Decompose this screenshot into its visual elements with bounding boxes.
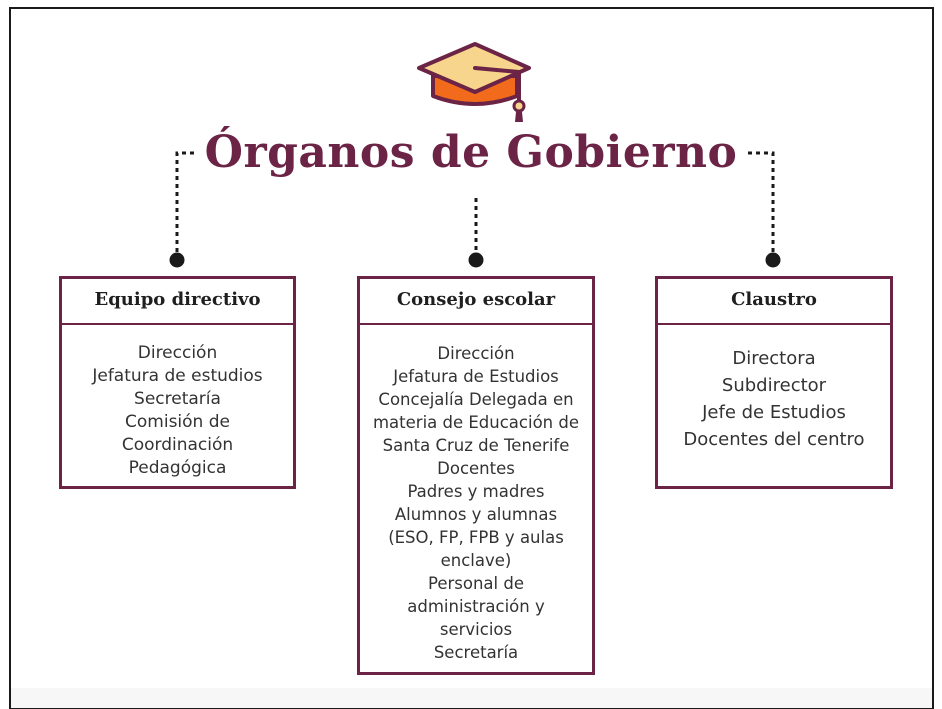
list-item: Secretaría <box>134 389 221 409</box>
list-item: administración y <box>407 597 545 616</box>
box-item-list: Dirección Jefatura de Estudios Concejalí… <box>360 325 592 664</box>
connector-dot-left <box>169 252 185 268</box>
list-item: materia de Educación de <box>372 413 580 432</box>
box-heading: Equipo directivo <box>62 279 293 325</box>
box-heading: Consejo escolar <box>360 279 592 325</box>
list-item: Docentes del centro <box>683 429 865 450</box>
list-item: Padres y madres <box>407 482 545 501</box>
list-item: Subdirector <box>721 375 827 396</box>
list-item: Jefatura de Estudios <box>393 367 559 386</box>
box-heading: Claustro <box>658 279 890 325</box>
list-item: Dirección <box>137 343 218 363</box>
list-item: Santa Cruz de Tenerife <box>382 436 570 455</box>
box-item-list: Dirección Jefatura de estudios Secretarí… <box>62 325 293 480</box>
list-item: Directora <box>732 348 816 369</box>
list-item: Concejalía Delegada en <box>378 390 574 409</box>
box-item-list: Directora Subdirector Jefe de Estudios D… <box>658 325 890 453</box>
list-item: Coordinación <box>121 435 234 455</box>
list-item: Docentes <box>437 459 515 478</box>
list-item: Pedagógica <box>128 458 227 478</box>
graduation-cap-icon <box>417 42 531 122</box>
list-item: Dirección <box>437 344 515 363</box>
connector-dot-center <box>468 252 484 268</box>
list-item: Jefatura de estudios <box>92 366 263 386</box>
box-claustro: Claustro Directora Subdirector Jefe de E… <box>655 276 893 489</box>
list-item: Alumnos y alumnas <box>394 505 558 524</box>
page-title: Órganos de Gobierno <box>0 122 942 184</box>
connector-dot-right <box>765 252 781 268</box>
title-text: Órganos de Gobierno <box>194 127 748 178</box>
box-consejo-escolar: Consejo escolar Dirección Jefatura de Es… <box>357 276 595 675</box>
list-item: Comisión de <box>125 412 230 432</box>
list-item: (ESO, FP, FPB y aulas <box>388 528 564 547</box>
bottom-band <box>11 688 932 708</box>
list-item: enclave) <box>440 551 512 570</box>
list-item: Jefe de Estudios <box>702 402 846 423</box>
list-item: Secretaría <box>433 643 519 662</box>
list-item: servicios <box>439 620 513 639</box>
box-equipo-directivo: Equipo directivo Dirección Jefatura de e… <box>59 276 296 489</box>
list-item: Personal de <box>427 574 524 593</box>
